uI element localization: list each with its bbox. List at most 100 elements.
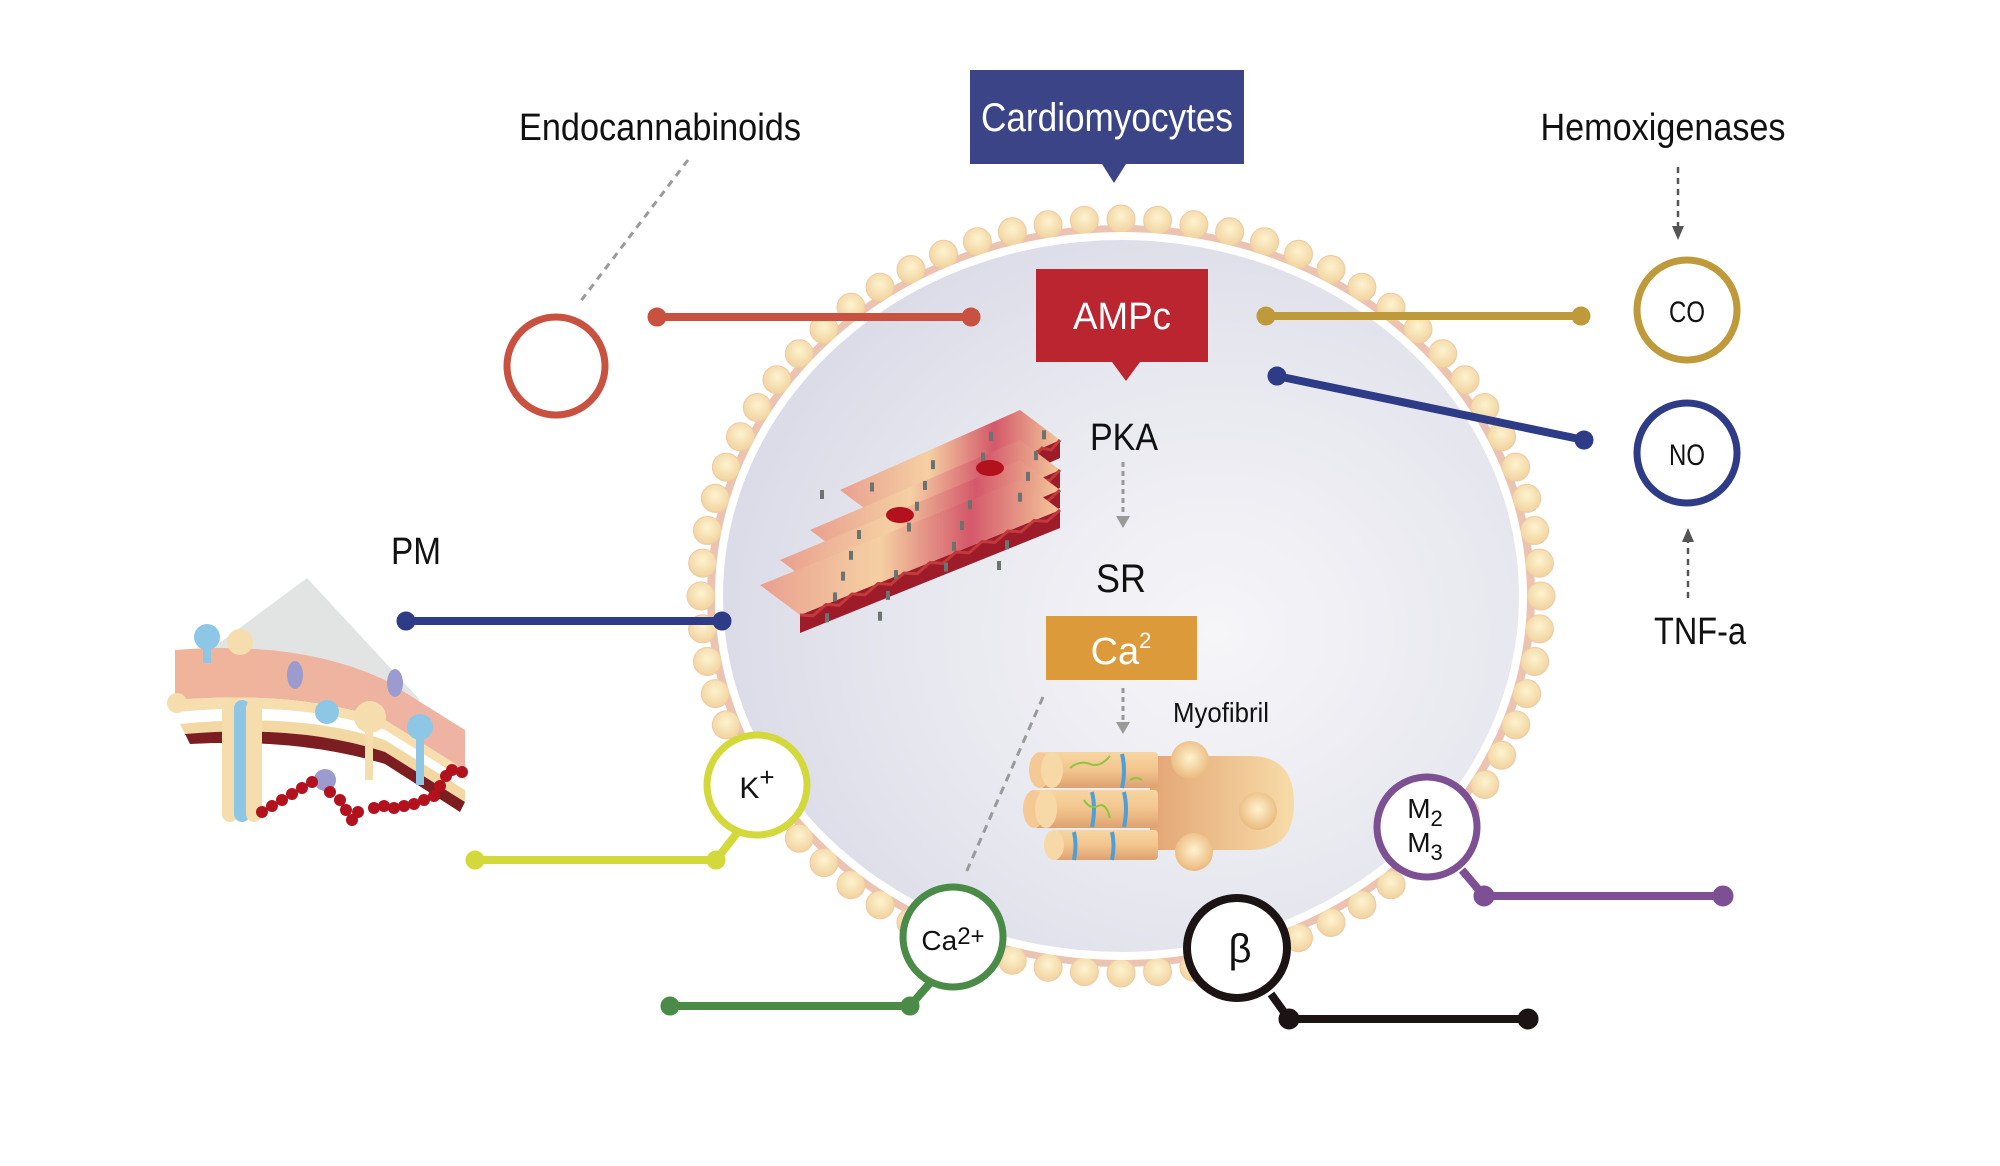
beta-connector [1267,991,1539,1030]
pka-label: PKA [1090,417,1159,459]
membrane-bead [809,848,839,878]
membrane-bead [1376,870,1406,900]
membrane-bead [1250,227,1280,257]
t-tubule-mark [878,611,882,621]
membrane-bead [1179,210,1209,240]
membrane-bead [1215,217,1245,247]
t-tubule-mark [1042,430,1046,440]
membrane-bead [1428,339,1458,369]
t-tubule-mark [989,431,993,441]
membrane-bead [688,548,718,578]
potassium-base: K [739,772,759,805]
membrane-bead [692,516,722,545]
spectrin-bead [324,786,336,798]
m2-label: M2 [1407,793,1443,831]
spectrin-bead [434,780,446,792]
membrane-bead [692,647,722,676]
spectrin-bead [256,806,268,818]
spectrin-bead [398,800,410,812]
t-tubule-mark [857,530,861,540]
ampc-box: AMPc [1036,269,1208,381]
spectrin-bead [276,794,288,806]
t-tubule-mark [886,590,890,600]
spectrin-bead [408,798,420,810]
membrane-bead [700,679,730,709]
tnf-arrow [1682,528,1694,598]
membrane-bead [725,422,755,452]
t-tubule-mark [849,550,853,560]
membrane-bead [836,870,866,900]
calcium-channel: Ca2+ [899,883,1007,991]
reticulum-layer [840,410,1060,520]
t-tubule-mark [981,452,985,462]
myofibril-strand [1044,830,1158,860]
sarcoplasmic-reticulum-illustration [760,410,1062,633]
membrane-bead [1520,516,1550,545]
co-connector [1256,306,1591,326]
ca2-box-label: Ca2 [1091,628,1152,673]
membrane-bead [700,483,730,513]
endocannabinoids-label: Endocannabinoids [519,107,801,149]
spectrin-bead [446,764,458,776]
t-tubule-mark [997,561,1001,571]
m3-sub: 3 [1431,840,1443,865]
membrane-bead [1033,210,1063,240]
t-tubule-mark [841,571,845,581]
membrane-bead [1316,255,1346,284]
m3-base: M [1407,827,1430,858]
cell-cytoplasm [723,240,1519,952]
t-tubule-mark [833,592,837,602]
ca2-box: Ca2 [1046,616,1197,680]
reticulum-layer [760,480,1060,615]
nucleus [976,460,1004,476]
membrane-bead [1487,740,1517,770]
membrane-bead [762,365,792,395]
hemoxigenases-label: Hemoxigenases [1541,107,1786,149]
t-tubule-mark [968,500,972,510]
m3-label: M3 [1407,827,1443,865]
myofibril-strand [1023,790,1158,828]
t-tubule-mark [1018,492,1022,502]
myofibril-strand [1029,752,1158,788]
ca2-box-sup: 2 [1139,628,1151,653]
title-callout: Cardiomyocytes [970,70,1244,183]
membrane-bead [1284,239,1313,269]
membrane-bead [711,710,741,740]
t-tubule-mark [870,482,874,492]
membrane-bead [962,227,992,257]
t-tubule-mark [825,613,829,623]
membrane-bead [1033,952,1063,982]
plasma-membrane-illustration [167,578,468,826]
potassium-sup: + [759,762,774,792]
beta-label: β [1228,927,1251,971]
t-tubule-mark [960,521,964,530]
membrane-bead [1501,710,1531,740]
myofibril-illustration [1023,741,1294,871]
spectrin-bead [388,802,400,814]
co-label: CO [1669,296,1705,329]
muscarinic-connector [1458,867,1734,907]
membrane-bead [1526,581,1556,611]
membrane-bead [1316,908,1346,937]
membrane-bead [1143,205,1173,235]
t-tubule-mark [1005,540,1009,550]
ca2-box-base: Ca [1091,631,1140,673]
membrane-bead [929,239,958,269]
m2-sub: 2 [1431,806,1443,831]
membrane-bead [1512,679,1542,709]
calcium-base: Ca [921,925,957,956]
calcium-label: Ca2+ [921,923,984,956]
title: Cardiomyocytes [981,96,1233,140]
membrane-bead [711,452,741,482]
spectrin-bead [378,800,390,812]
membrane-bead [1524,548,1554,578]
sr-to-myofibril-arrow [1116,688,1130,734]
t-tubule-mark [923,480,927,490]
membrane-bead [997,217,1027,247]
myofibril-label: Myofibril [1173,697,1269,728]
ampc-label: AMPc [1073,296,1171,338]
endocannabinoid-receptor-ring [503,313,609,419]
tnf-label: TNF-a [1654,611,1747,653]
spectrin-bead [368,802,380,814]
reticulum-layer-fold [799,508,1061,618]
